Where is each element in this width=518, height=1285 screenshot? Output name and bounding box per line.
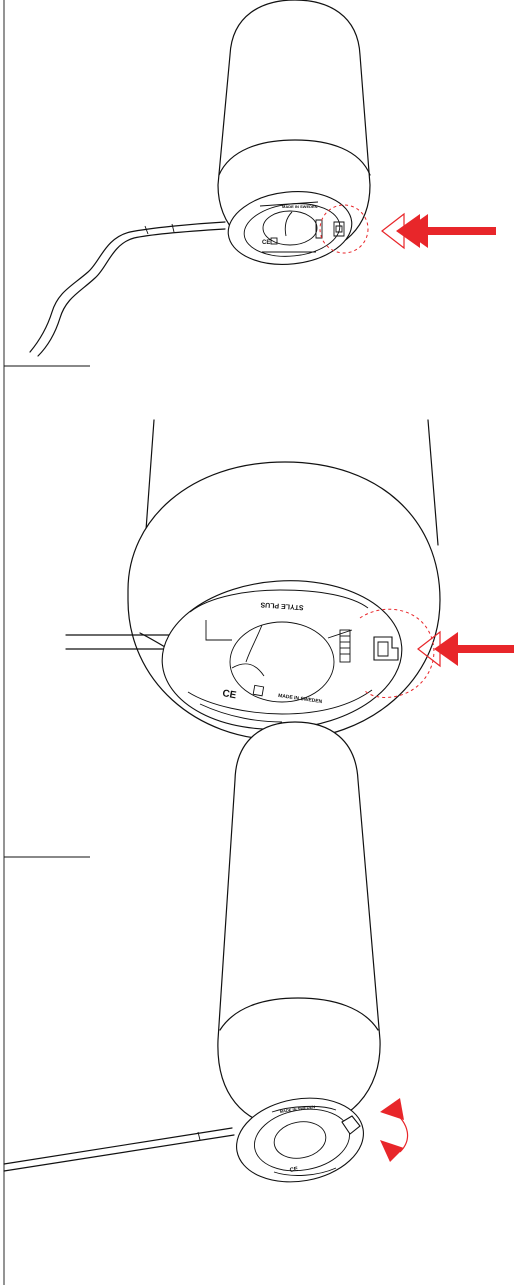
base-marking-ce-rotate: CE — [289, 1167, 298, 1174]
base-marking-ce-closeup: CE — [221, 688, 237, 701]
push-arrow-icon-closeup — [417, 630, 514, 668]
latch-highlight-circle-closeup — [359, 608, 435, 698]
latch-highlight-circle — [319, 204, 369, 254]
panel-3: MADE IN SWEDEN CE — [3, 721, 409, 1183]
base-marking-ce: CE — [262, 240, 270, 246]
base-marking-made-in: MADE IN SWEDEN — [282, 204, 318, 209]
lamp-base-rotate: MADE IN SWEDEN CE — [236, 1097, 364, 1183]
lamp-base: MADE IN SWEDEN CE — [227, 191, 353, 265]
panel-2: STYLE PLUS MADE IN SWEDEN CE — [65, 419, 514, 741]
lamp-base-closeup: STYLE PLUS MADE IN SWEDEN CE — [161, 580, 403, 730]
base-marking-made-in-rotate: MADE IN SWEDEN — [279, 1104, 315, 1114]
power-cable — [29, 221, 226, 357]
panel-1: MADE IN SWEDEN CE — [29, 0, 496, 357]
push-arrow-icon — [381, 212, 496, 250]
lamp-body-rotate — [217, 721, 381, 1129]
rotate-arrow-icon — [380, 1098, 409, 1162]
base-marking-model: STYLE PLUS — [260, 600, 304, 610]
power-cable-rotate — [3, 1127, 235, 1172]
latch-tab — [339, 629, 399, 663]
